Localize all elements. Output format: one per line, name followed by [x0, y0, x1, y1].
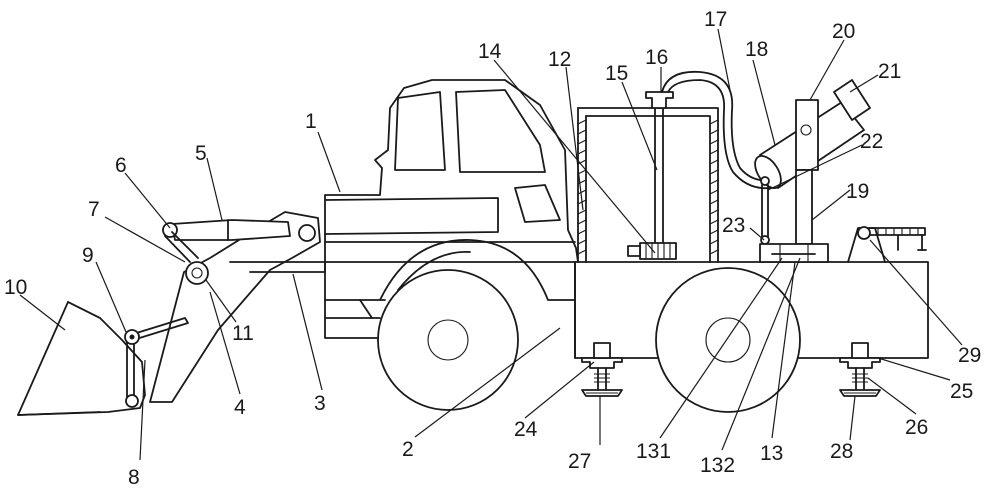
label-27: 27: [568, 450, 591, 473]
label-9: 9: [82, 244, 94, 267]
support-column-19: [795, 169, 813, 245]
lower-body: [324, 239, 576, 339]
arm-pin-top: [298, 224, 316, 242]
label-14: 14: [478, 40, 502, 63]
label-132: 132: [700, 454, 735, 477]
loader-arm-4: [149, 211, 321, 403]
hydraulic-cylinder-5: [171, 219, 291, 241]
pump-motor-14: [627, 242, 677, 260]
label-26: 26: [905, 416, 928, 439]
label-21: 21: [878, 60, 901, 83]
support-rod-22: [760, 176, 770, 245]
label-1: 1: [305, 110, 317, 133]
label-10: 10: [4, 276, 27, 299]
outrigger-25-28: [839, 342, 881, 397]
label-8: 8: [128, 466, 140, 489]
label-7: 7: [88, 198, 100, 221]
arm-pin-11: [185, 261, 209, 285]
leader-lines: [19, 28, 963, 461]
front-wheel: [377, 269, 519, 411]
nozzle-21: [833, 79, 871, 121]
crane-29: [847, 226, 927, 263]
label-131: 131: [636, 440, 671, 463]
outrigger-24-27: [581, 342, 623, 397]
label-11: 11: [232, 322, 254, 345]
label-22: 22: [860, 130, 883, 153]
bucket-link-rods: [126, 317, 189, 399]
hose-17: [661, 70, 771, 190]
label-15: 15: [605, 62, 628, 85]
mount-bracket-20: [795, 99, 819, 171]
label-23: 23: [722, 214, 745, 237]
label-25: 25: [950, 380, 973, 403]
label-2: 2: [402, 438, 414, 461]
boom-beam-3: [229, 261, 326, 273]
label-28: 28: [830, 440, 853, 463]
rear-wheel: [655, 267, 801, 413]
cab-body-1: [324, 79, 579, 263]
label-19: 19: [846, 180, 869, 203]
bucket-pin-lower: [125, 394, 139, 408]
label-13: 13: [760, 442, 783, 465]
label-3: 3: [314, 392, 326, 415]
label-24: 24: [514, 418, 538, 441]
label-20: 20: [832, 20, 855, 43]
bucket: [17, 301, 146, 416]
label-5: 5: [195, 142, 207, 165]
turntable-13: [759, 243, 829, 263]
label-4: 4: [234, 396, 246, 419]
label-6: 6: [115, 154, 127, 177]
label-18: 18: [745, 38, 768, 61]
reference-labels: 1 2 3 4 5 6 7 8 9 10 11 12 13 14 15 16 1…: [4, 8, 981, 489]
label-12: 12: [548, 48, 571, 71]
bucket-pin-9: [124, 329, 140, 345]
label-17: 17: [704, 8, 727, 31]
water-tank-12: [577, 107, 719, 263]
pump-shaft-15: [645, 91, 674, 247]
label-29: 29: [958, 344, 981, 367]
link-7: [164, 231, 199, 263]
label-16: 16: [645, 46, 668, 69]
